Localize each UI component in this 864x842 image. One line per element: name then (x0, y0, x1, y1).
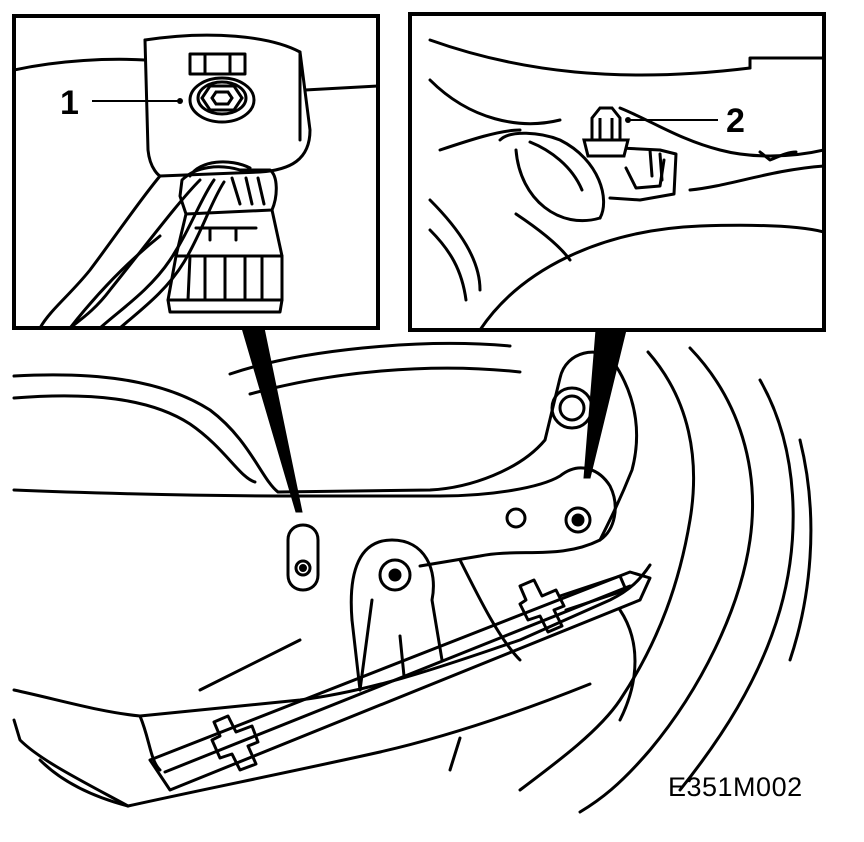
detail-inset-right: 2 (408, 12, 826, 332)
nut-2 (582, 106, 630, 158)
callout-label-2: 2 (726, 102, 745, 140)
bolt-1 (188, 76, 256, 124)
callout-label-1: 1 (60, 84, 79, 122)
figure-id-label: E351M002 (668, 772, 803, 802)
main-scene (12, 342, 813, 814)
detail-inset-left: 1 (12, 14, 380, 330)
